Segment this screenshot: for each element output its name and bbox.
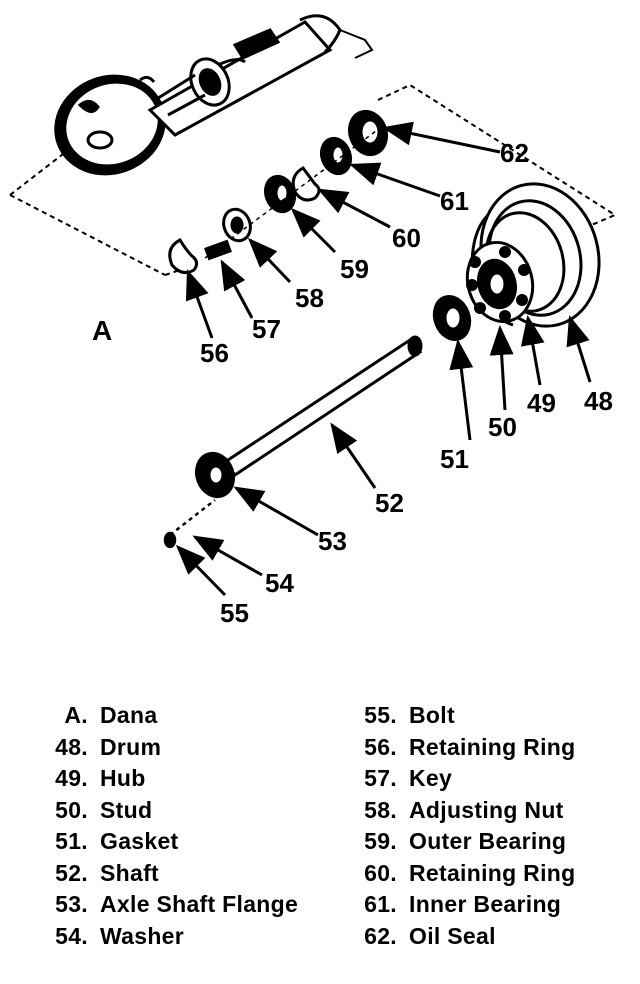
callout-59: 59	[340, 254, 369, 284]
callout-54: 54	[265, 568, 294, 598]
legend-label: Inner Bearing	[409, 891, 562, 918]
legend-label: Washer	[100, 922, 185, 949]
callout-61: 61	[440, 186, 469, 216]
callout-60: 60	[392, 223, 421, 253]
legend-number: 59.	[364, 828, 397, 855]
legend-label: Shaft	[100, 859, 159, 886]
legend-number: 62.	[364, 922, 397, 949]
drum-hub-assembly	[465, 182, 601, 328]
legend-row: 60. Retaining Ring	[345, 858, 635, 890]
legend-label: Hub	[100, 765, 146, 792]
legend-label: Axle Shaft Flange	[100, 891, 299, 918]
legend-row: 51. Gasket	[30, 826, 350, 858]
legend-label: Stud	[100, 796, 153, 823]
axle-shaft-52	[194, 335, 423, 499]
key-57	[204, 239, 232, 261]
parts-legend: A.Dana 48.Drum 49.Hub 50.Stud 51.Gasket …	[0, 700, 640, 970]
legend-label: Dana	[100, 702, 158, 729]
legend-number: 49.	[55, 765, 88, 792]
legend-label: Oil Seal	[409, 922, 496, 949]
callout-56: 56	[200, 338, 229, 368]
small-components	[168, 109, 389, 275]
legend-column-left: A.Dana 48.Drum 49.Hub 50.Stud 51.Gasket …	[30, 700, 350, 952]
legend-row: 57. Key	[345, 763, 635, 795]
callout-57: 57	[252, 314, 281, 344]
callout-58: 58	[295, 283, 324, 313]
legend-number: A.	[64, 702, 88, 729]
legend-label: Key	[409, 765, 453, 792]
callout-labels: A 62 61 60 59 58 57 56 51 50 49 48 52 53…	[92, 138, 613, 628]
legend-number: 51.	[55, 828, 88, 855]
callout-62: 62	[500, 138, 529, 168]
legend-number: 56.	[364, 733, 397, 760]
legend-label: Drum	[100, 733, 162, 760]
legend-number: 53.	[55, 891, 88, 918]
legend-row: 62. Oil Seal	[345, 921, 635, 953]
legend-row: A. Dana	[30, 700, 350, 732]
washer-bolt	[163, 499, 216, 549]
callout-A: A	[92, 315, 112, 346]
dashed-enclosure	[9, 83, 618, 276]
legend-number: 55.	[364, 702, 397, 729]
legend-number: 50.	[55, 796, 88, 823]
legend-number: 48.	[55, 733, 88, 760]
legend-number: 57.	[364, 765, 397, 792]
legend-row: 59. Outer Bearing	[345, 826, 635, 858]
legend-column-right: 55. Bolt 56. Retaining Ring 57. Key 58. Adju…	[345, 700, 635, 952]
legend-label: Retaining Ring	[409, 859, 576, 886]
legend-label: Bolt	[409, 702, 455, 729]
callout-52: 52	[375, 488, 404, 518]
legend-row: 53. Axle Shaft Flange	[30, 889, 350, 921]
legend-row: 50. Stud	[30, 795, 350, 827]
legend-row: 58. Adjusting Nut	[345, 795, 635, 827]
legend-row: 55. Bolt	[345, 700, 635, 732]
gasket-51	[432, 295, 472, 341]
legend-label: Gasket	[100, 828, 179, 855]
legend-number: 60.	[364, 859, 397, 886]
leader-arrows	[175, 121, 592, 597]
legend-row: 56. Retaining Ring	[345, 732, 635, 764]
studs-50	[466, 246, 530, 322]
legend-row: 52. Shaft	[30, 858, 350, 890]
callout-55: 55	[220, 598, 249, 628]
callout-50: 50	[488, 412, 517, 442]
callout-51: 51	[440, 444, 469, 474]
callout-48: 48	[584, 386, 613, 416]
retaining-ring-60	[291, 166, 321, 202]
legend-number: 61.	[364, 891, 397, 918]
exploded-axle-diagram: A 62 61 60 59 58 57 56 51 50 49 48 52 53…	[9, 14, 618, 628]
legend-row: 49. Hub	[30, 763, 350, 795]
axle-housing	[54, 14, 374, 176]
legend-label: Adjusting Nut	[409, 796, 564, 823]
washer-54	[163, 531, 177, 549]
legend-label: Retaining Ring	[409, 733, 576, 760]
legend-number: 54.	[55, 922, 88, 949]
callout-49: 49	[527, 388, 556, 418]
legend-number: 52.	[55, 859, 88, 886]
legend-row: 54. Washer	[30, 921, 350, 953]
legend-label: Outer Bearing	[409, 828, 567, 855]
legend-row: 61. Inner Bearing	[345, 889, 635, 921]
callout-53: 53	[318, 526, 347, 556]
legend-number: 58.	[364, 796, 397, 823]
retaining-ring-56	[168, 238, 199, 275]
legend-row: 48. Drum	[30, 732, 350, 764]
